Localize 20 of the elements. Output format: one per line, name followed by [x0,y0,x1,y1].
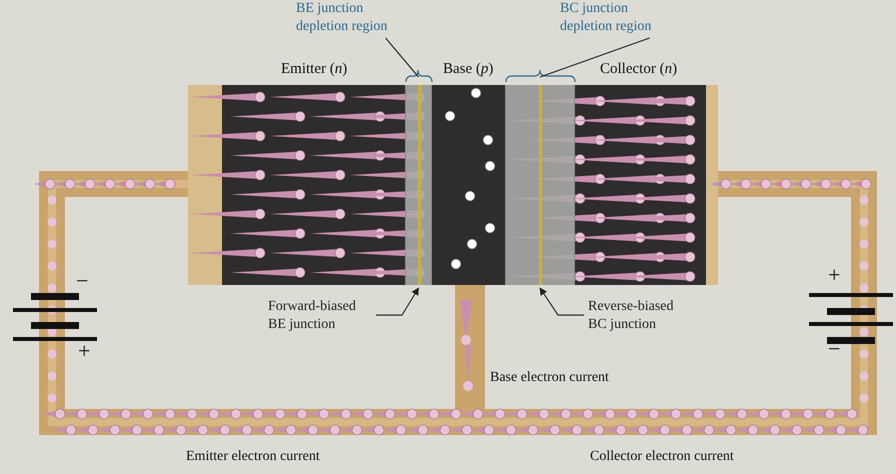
current-label: Collector electron current [590,450,734,464]
polarity-sign: − [76,270,88,292]
leader-line [376,287,419,316]
region-label: Base (p) [443,62,494,77]
leader-line [540,287,584,316]
region-label: Emitter (n) [281,62,348,77]
current-label: Base electron current [490,371,609,385]
polarity-sign: − [828,338,840,360]
polarity-sign: + [828,264,840,286]
leader-line [385,38,419,78]
callout-text: BE junction depletion region [296,0,408,36]
depletion-region [405,85,432,285]
callout-text: Forward-biased BE junction [268,298,372,334]
region-label: Collector (n) [600,62,678,77]
depletion-region [505,85,575,285]
leader-line [540,37,650,78]
current-label: Emitter electron current [186,450,320,464]
polarity-sign: + [78,340,90,362]
callout-text: Reverse-biased BC junction [588,298,692,334]
callout-text: BC junction depletion region [560,0,672,36]
